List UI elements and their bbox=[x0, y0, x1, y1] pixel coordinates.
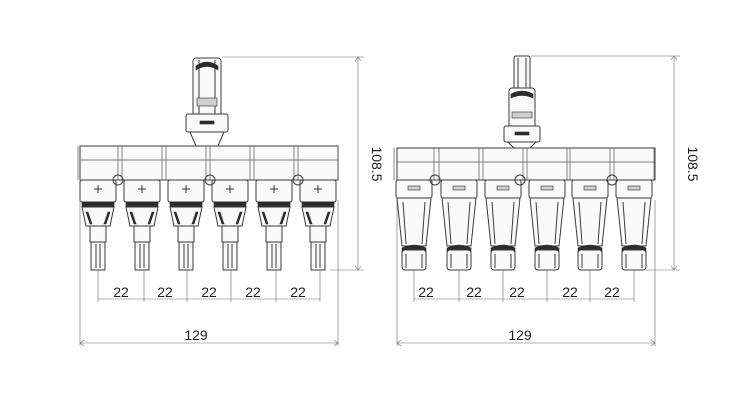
right-dimension-labels: 22 22 22 22 22 129 108.5 bbox=[418, 146, 701, 343]
left-mount-circle bbox=[204, 174, 216, 186]
left-connector-view bbox=[77, 57, 339, 271]
right-pitch-label: 22 bbox=[466, 284, 482, 300]
right-mount-circle bbox=[514, 174, 526, 186]
female-port bbox=[569, 148, 611, 271]
male-port bbox=[209, 146, 251, 271]
left-pitch-label: 22 bbox=[201, 284, 217, 300]
female-port bbox=[393, 148, 435, 271]
left-mount-circle bbox=[292, 174, 304, 186]
right-pitch-label: 22 bbox=[604, 284, 620, 300]
right-connector-view bbox=[393, 55, 656, 271]
male-port bbox=[297, 146, 339, 271]
right-pitch-label: 22 bbox=[562, 284, 578, 300]
left-width-label: 129 bbox=[184, 327, 208, 343]
female-port bbox=[526, 148, 568, 271]
left-pitch-label: 22 bbox=[290, 284, 306, 300]
left-dimensions bbox=[79, 56, 364, 347]
left-port-group bbox=[77, 146, 339, 271]
left-pitch-label: 22 bbox=[157, 284, 173, 300]
left-pitch-label: 22 bbox=[113, 284, 129, 300]
right-width-label: 129 bbox=[508, 327, 532, 343]
left-height-label: 108.5 bbox=[369, 146, 385, 181]
left-pitch-label: 22 bbox=[245, 284, 261, 300]
left-manifold-body bbox=[79, 145, 339, 181]
left-mount-circle bbox=[112, 174, 124, 186]
right-height-label: 108.5 bbox=[685, 146, 701, 181]
male-port bbox=[121, 146, 163, 271]
right-port-group bbox=[393, 148, 655, 271]
right-mount-circle bbox=[606, 174, 618, 186]
left-dimension-labels: 22 22 22 22 22 129 108.5 bbox=[113, 146, 385, 343]
right-pitch-label: 22 bbox=[418, 284, 434, 300]
female-port bbox=[482, 148, 524, 271]
left-top-stem bbox=[185, 57, 229, 147]
male-port bbox=[77, 146, 119, 271]
right-pitch-label: 22 bbox=[509, 284, 525, 300]
male-port bbox=[165, 146, 207, 271]
right-mount-circle bbox=[429, 174, 441, 186]
right-top-stem bbox=[503, 55, 541, 149]
female-port bbox=[613, 148, 655, 271]
female-port bbox=[438, 148, 480, 271]
right-dimensions bbox=[396, 55, 680, 347]
male-port bbox=[253, 146, 295, 271]
